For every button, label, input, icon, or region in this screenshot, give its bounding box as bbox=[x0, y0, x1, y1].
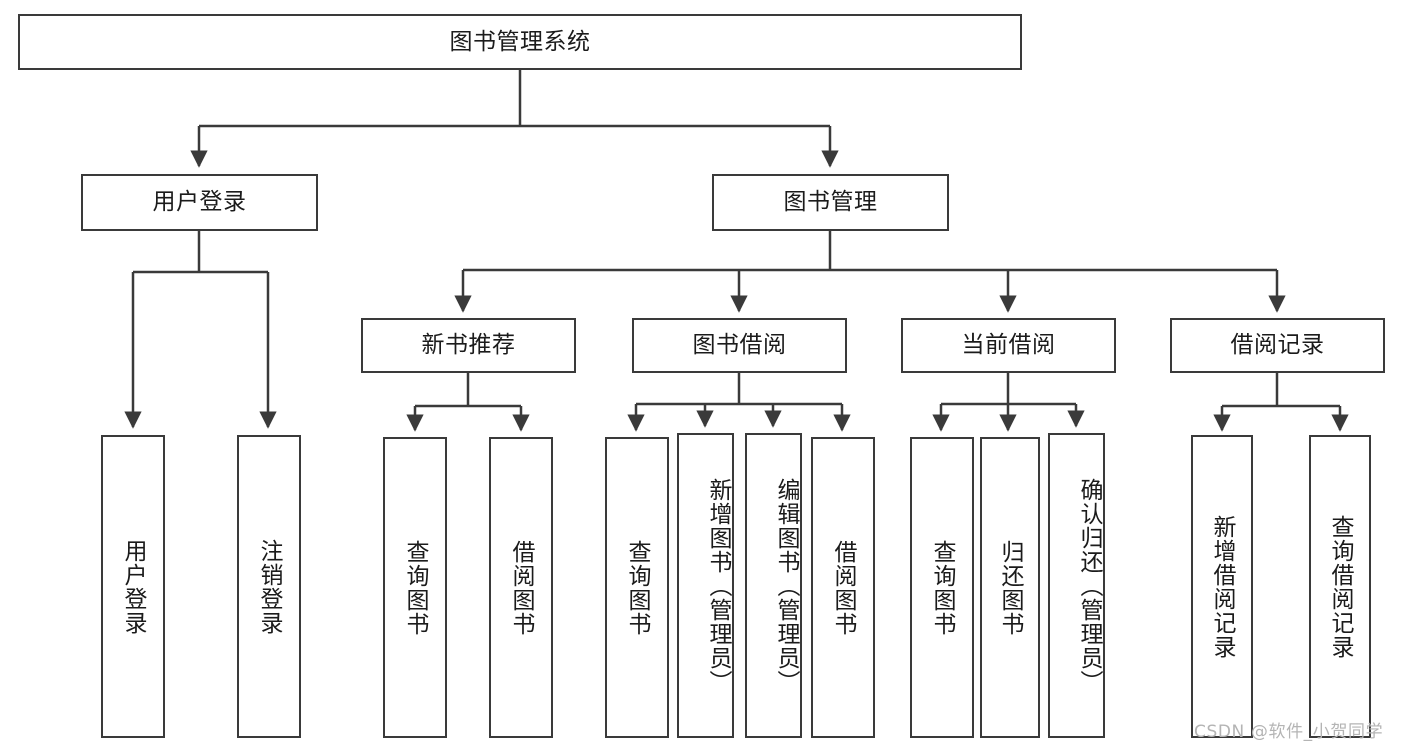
node-leaf-add-record-label: 新增借阅记录 bbox=[1209, 514, 1236, 659]
node-user-login[interactable]: 用户登录 bbox=[81, 174, 318, 231]
node-new-book-rec[interactable]: 新书推荐 bbox=[361, 318, 576, 373]
node-root[interactable]: 图书管理系统 bbox=[18, 14, 1022, 70]
node-leaf-borrow-book-2[interactable]: 借阅图书 bbox=[811, 437, 875, 738]
node-leaf-add-record[interactable]: 新增借阅记录 bbox=[1191, 435, 1253, 738]
node-leaf-return-book[interactable]: 归还图书 bbox=[980, 437, 1040, 738]
node-new-book-rec-label: 新书推荐 bbox=[421, 332, 516, 359]
node-leaf-query-book-1[interactable]: 查询图书 bbox=[383, 437, 447, 738]
node-current-borrow-label: 当前借阅 bbox=[961, 332, 1056, 359]
node-leaf-user-login-label: 用户登录 bbox=[120, 538, 147, 635]
node-leaf-edit-book-label: 编辑图书（管理员） bbox=[773, 477, 799, 694]
node-book-borrow-label: 图书借阅 bbox=[692, 332, 787, 359]
node-leaf-return-book-label: 归还图书 bbox=[997, 539, 1024, 636]
node-book-manage[interactable]: 图书管理 bbox=[712, 174, 949, 231]
node-book-manage-label: 图书管理 bbox=[783, 189, 878, 216]
node-leaf-user-login[interactable]: 用户登录 bbox=[101, 435, 165, 738]
watermark-csdn: CSDN @软件_小贺同学 bbox=[1194, 722, 1384, 742]
node-leaf-query-record-label: 查询借阅记录 bbox=[1327, 514, 1354, 659]
node-leaf-borrow-book-1-label: 借阅图书 bbox=[508, 539, 535, 636]
node-leaf-query-book-2[interactable]: 查询图书 bbox=[605, 437, 669, 738]
node-leaf-logout[interactable]: 注销登录 bbox=[237, 435, 301, 738]
node-user-login-label: 用户登录 bbox=[152, 189, 247, 216]
node-root-label: 图书管理系统 bbox=[449, 28, 591, 55]
node-leaf-logout-label: 注销登录 bbox=[256, 538, 283, 635]
node-leaf-query-book-1-label: 查询图书 bbox=[402, 539, 429, 636]
node-leaf-add-book-label: 新增图书（管理员） bbox=[705, 477, 731, 694]
node-leaf-query-book-3-label: 查询图书 bbox=[929, 539, 956, 636]
node-borrow-record-label: 借阅记录 bbox=[1230, 332, 1325, 359]
node-leaf-borrow-book-2-label: 借阅图书 bbox=[830, 539, 857, 636]
node-leaf-query-book-2-label: 查询图书 bbox=[624, 539, 651, 636]
node-leaf-confirm-return[interactable]: 确认归还（管理员） bbox=[1048, 433, 1105, 738]
node-leaf-query-book-3[interactable]: 查询图书 bbox=[910, 437, 974, 738]
node-leaf-query-record[interactable]: 查询借阅记录 bbox=[1309, 435, 1371, 738]
node-leaf-confirm-return-label: 确认归还（管理员） bbox=[1076, 477, 1102, 694]
node-book-borrow[interactable]: 图书借阅 bbox=[632, 318, 847, 373]
node-leaf-add-book[interactable]: 新增图书（管理员） bbox=[677, 433, 734, 738]
node-leaf-borrow-book-1[interactable]: 借阅图书 bbox=[489, 437, 553, 738]
node-leaf-edit-book[interactable]: 编辑图书（管理员） bbox=[745, 433, 802, 738]
node-current-borrow[interactable]: 当前借阅 bbox=[901, 318, 1116, 373]
node-borrow-record[interactable]: 借阅记录 bbox=[1170, 318, 1385, 373]
